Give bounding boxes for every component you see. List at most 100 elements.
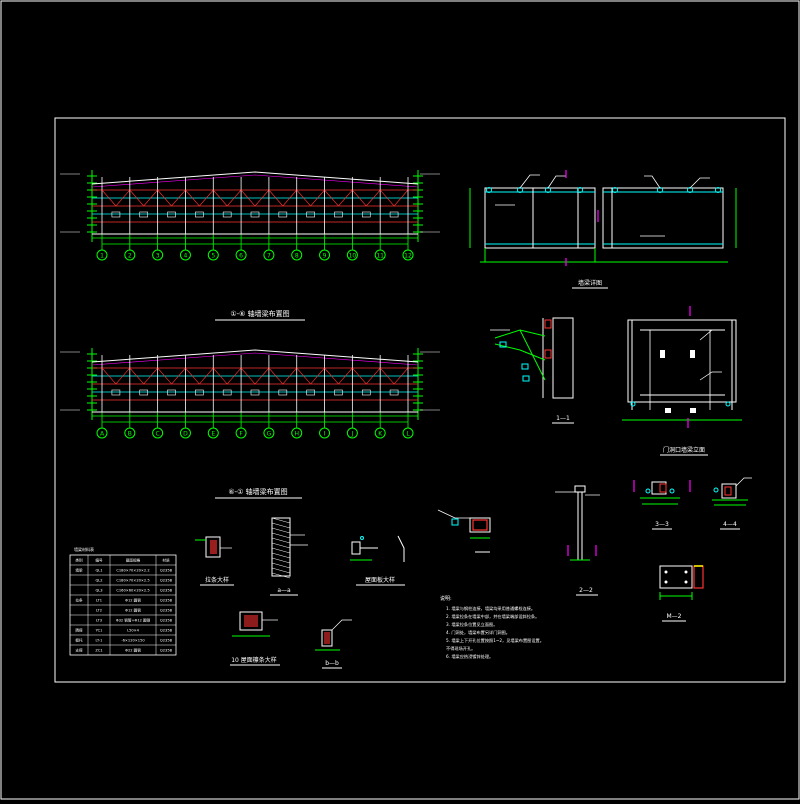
table-cell: 墙梁 xyxy=(75,568,83,573)
notes-heading: 说明: xyxy=(440,595,452,602)
inner-border xyxy=(54,117,786,683)
tie-rod-detail: 拉条大样 xyxy=(195,536,234,586)
detail-m-2: M—2 xyxy=(659,565,704,622)
axis-label: 7 xyxy=(267,253,271,260)
table-cell: Q235B xyxy=(160,649,173,653)
door-frame-title: 门洞口墙梁立面 xyxy=(663,446,705,454)
axis-label: K xyxy=(378,431,383,438)
elevation-1-body xyxy=(60,170,440,242)
axis-label: G xyxy=(267,431,272,438)
table-cell: Φ22 圆钢 xyxy=(125,648,141,653)
table-cell: 支撑 xyxy=(75,648,83,653)
axis-label: 12 xyxy=(404,253,412,260)
table-cell: Q235B xyxy=(160,569,173,573)
table-cell: Q235B xyxy=(160,629,173,633)
table-cell: Q235B xyxy=(160,579,173,583)
axis-label: 6 xyxy=(239,253,243,260)
section-b-b-title: b—b xyxy=(325,660,339,667)
axis-label: E xyxy=(211,431,215,438)
section-3-3-title: 3—3 xyxy=(655,521,669,528)
axis-label: C xyxy=(156,431,160,438)
axis-label: F xyxy=(239,431,243,438)
axis-label: 5 xyxy=(211,253,215,260)
section-1-1-title: 1—1 xyxy=(556,415,570,422)
axis-label: 10 xyxy=(349,253,357,260)
section-2-2-title: 2—2 xyxy=(579,587,593,594)
note-line: 4. 门洞处，墙梁布置另详门洞图。 xyxy=(446,629,510,636)
note-line: 3. 墙梁拉条位置见立面图。 xyxy=(446,621,497,628)
table-cell: Φ12 圆钢 xyxy=(125,598,141,603)
section-3-3: 3—3 xyxy=(633,480,691,530)
axis-label: 9 xyxy=(323,253,327,260)
table-cell: QL1 xyxy=(95,569,102,573)
note-line: 不得现场开孔。 xyxy=(446,645,475,652)
axis-label: 8 xyxy=(295,253,299,260)
section-2-2: 2—2 xyxy=(555,485,600,596)
roof-panel-detail: 屋面板大样 xyxy=(350,535,405,586)
tie-rod-detail-title: 拉条大样 xyxy=(205,576,229,584)
table-cell: C180×70×20×2.2 xyxy=(116,569,149,573)
table-cell: L50×4 xyxy=(127,629,140,633)
section-a-a-title: a—a xyxy=(277,587,291,594)
axis-label: 1 xyxy=(100,253,104,260)
bracket-detail xyxy=(437,509,491,553)
wall-beam-detail: 墙梁详图 xyxy=(469,170,737,289)
axis-label: J xyxy=(350,431,353,438)
axis-label: 3 xyxy=(156,253,160,260)
table-cell: Φ12 圆钢 xyxy=(125,608,141,613)
table-cell: QL3 xyxy=(95,589,102,593)
table-cell: Q235B xyxy=(160,589,173,593)
axis-label: 2 xyxy=(128,253,132,260)
general-notes: 说明: 1. 墙梁与钢柱连接，墙梁均采用普通螺栓连接。2. 墙梁拉条在墙梁中部，… xyxy=(440,595,544,660)
table-cell: 材质 xyxy=(162,558,170,563)
elevation-2-body xyxy=(60,348,440,420)
detail-m-2-title: M—2 xyxy=(667,613,682,620)
elevation-2-title: ⑥-① 轴墙梁布置图 xyxy=(228,487,287,496)
door-frame-detail: 门洞口墙梁立面 xyxy=(622,306,742,456)
axis-label: 4 xyxy=(184,253,188,260)
wall-beam-detail-title: 墙梁详图 xyxy=(578,279,602,287)
elevation-1-title: ①-⑥ 轴墙梁布置图 xyxy=(230,309,289,318)
roof-purlin-detail: 10 屋面檩条大样 xyxy=(230,611,280,666)
axis-label: D xyxy=(183,431,188,438)
note-line: 6. 墙梁应热浸镀锌处理。 xyxy=(446,653,493,660)
table-cell: 截面规格 xyxy=(126,558,141,563)
table-cell: Q235B xyxy=(160,599,173,603)
table-cell: 拉条 xyxy=(75,598,83,603)
material-table-title: 墙梁材料表 xyxy=(74,546,94,552)
table-cell: ZC1 xyxy=(95,649,102,653)
note-line: 5. 墙梁上下开孔位置按照1~2，见墙梁布置图设置。 xyxy=(446,637,544,644)
table-cell: Q235B xyxy=(160,639,173,643)
section-b-b: b—b xyxy=(315,619,352,669)
axis-label: B xyxy=(128,431,132,438)
axis-label: 11 xyxy=(376,253,384,260)
note-line: 1. 墙梁与钢柱连接，墙梁均采用普通螺栓连接。 xyxy=(446,605,535,612)
table-cell: Q235B xyxy=(160,609,173,613)
table-cell: 隅撑 xyxy=(75,628,83,633)
section-a-a: a—a xyxy=(270,517,308,596)
table-cell: Φ32 钢管+Φ12 圆钢 xyxy=(116,618,151,623)
table-cell: YC1 xyxy=(96,629,103,633)
table-cell: C180×70×20×2.5 xyxy=(116,579,149,583)
table-cell: 类别 xyxy=(75,558,83,563)
table-cell: LT3 xyxy=(96,619,102,623)
axis-label: A xyxy=(100,431,105,438)
table-cell: LT1 xyxy=(96,599,102,603)
table-cell: 编号 xyxy=(95,558,103,563)
roof-purlin-detail-title: 10 屋面檩条大样 xyxy=(231,656,277,664)
section-1-1: 1—1 xyxy=(490,317,574,424)
roof-panel-detail-title: 屋面板大样 xyxy=(365,576,395,584)
table-cell: QL2 xyxy=(95,579,102,583)
section-4-4-title: 4—4 xyxy=(723,521,737,528)
note-line: 2. 墙梁拉条在墙梁中部，并在墙梁端部设斜拉条。 xyxy=(446,613,539,620)
table-cell: -6×120×150 xyxy=(121,639,145,643)
table-cell: 檩托 xyxy=(75,638,83,643)
table-cell: LT-1 xyxy=(96,639,103,643)
